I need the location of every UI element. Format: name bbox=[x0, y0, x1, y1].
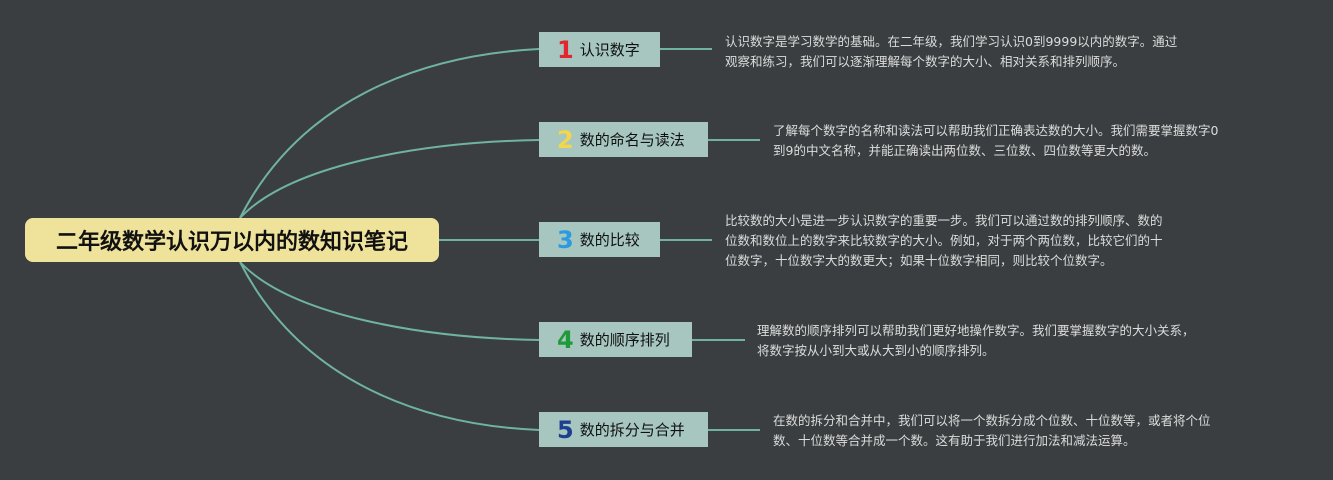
branch-2-description: 了解每个数字的名称和读法可以帮助我们正确表达数的大小。我们需要掌握数字0 到9的… bbox=[773, 121, 1218, 161]
branch-5-description: 在数的拆分和合并中，我们可以将一个数拆分成个位数、十位数等，或者将个位 数、十位… bbox=[773, 411, 1211, 451]
branch-5-description-line: 在数的拆分和合并中，我们可以将一个数拆分成个位数、十位数等，或者将个位 bbox=[773, 413, 1211, 428]
branch-2[interactable]: 2 数的命名与读法 bbox=[539, 122, 708, 157]
branch-5[interactable]: 5 数的拆分与合并 bbox=[539, 412, 708, 447]
branch-3-description-line: 比较数的大小是进一步认识数字的重要一步。我们可以通过数的排列顺序、数的 bbox=[725, 213, 1163, 228]
connector-root-branch-4 bbox=[239, 261, 540, 341]
branch-3-label: 数的比较 bbox=[579, 231, 640, 249]
branch-1-number-icon: 1 bbox=[557, 35, 574, 64]
branch-4-label: 数的顺序排列 bbox=[579, 331, 670, 349]
branch-1-description: 认识数字是学习数学的基础。在二年级，我们学习认识0到9999以内的数字。通过 观… bbox=[725, 32, 1177, 72]
branch-3[interactable]: 3 数的比较 bbox=[539, 222, 660, 257]
branch-1[interactable]: 1 认识数字 bbox=[539, 32, 660, 67]
root-topic[interactable]: 二年级数学认识万以内的数知识笔记 bbox=[25, 218, 439, 262]
branch-4[interactable]: 4 数的顺序排列 bbox=[539, 322, 692, 357]
branch-3-description-line: 位数和数位上的数字来比较数字的大小。例如，对于两个两位数，比较它们的十 bbox=[725, 233, 1163, 248]
branch-5-label: 数的拆分与合并 bbox=[579, 421, 685, 439]
connector-root-branch-5 bbox=[239, 261, 540, 431]
branch-1-label: 认识数字 bbox=[579, 41, 640, 59]
root-title: 二年级数学认识万以内的数知识笔记 bbox=[55, 230, 408, 255]
branch-3-description-line: 位数字，十位数字大的数更大；如果十位数字相同，则比较个位数字。 bbox=[725, 253, 1113, 268]
connector-root-branch-1 bbox=[239, 48, 540, 219]
branch-4-description-line: 理解数的顺序排列可以帮助我们更好地操作数字。我们要掌握数字的大小关系， bbox=[757, 323, 1195, 338]
branch-3-description: 比较数的大小是进一步认识数字的重要一步。我们可以通过数的排列顺序、数的 位数和数… bbox=[725, 211, 1163, 271]
branch-5-description-line: 数、十位数等合并成一个数。这有助于我们进行加法和减法运算。 bbox=[773, 433, 1136, 448]
branch-4-description-line: 将数字按从小到大或从大到小的顺序排列。 bbox=[757, 343, 995, 358]
branch-5-number-icon: 5 bbox=[557, 415, 574, 444]
branch-2-description-line: 到9的中文名称，并能正确读出两位数、三位数、四位数等更大的数。 bbox=[773, 143, 1156, 158]
connector-root-branch-2 bbox=[239, 139, 540, 219]
branch-2-description-line: 了解每个数字的名称和读法可以帮助我们正确表达数的大小。我们需要掌握数字0 bbox=[773, 123, 1219, 138]
branch-3-number-icon: 3 bbox=[557, 225, 574, 254]
branch-2-label: 数的命名与读法 bbox=[579, 131, 685, 149]
branch-4-number-icon: 4 bbox=[557, 325, 574, 354]
branch-2-number-icon: 2 bbox=[557, 125, 574, 154]
branch-1-description-line: 观察和练习，我们可以逐渐理解每个数字的大小、相对关系和排列顺序。 bbox=[725, 54, 1126, 69]
branch-4-description: 理解数的顺序排列可以帮助我们更好地操作数字。我们要掌握数字的大小关系， 将数字按… bbox=[757, 321, 1195, 361]
branch-1-description-line: 认识数字是学习数学的基础。在二年级，我们学习认识0到9999以内的数字。通过 bbox=[725, 34, 1178, 49]
